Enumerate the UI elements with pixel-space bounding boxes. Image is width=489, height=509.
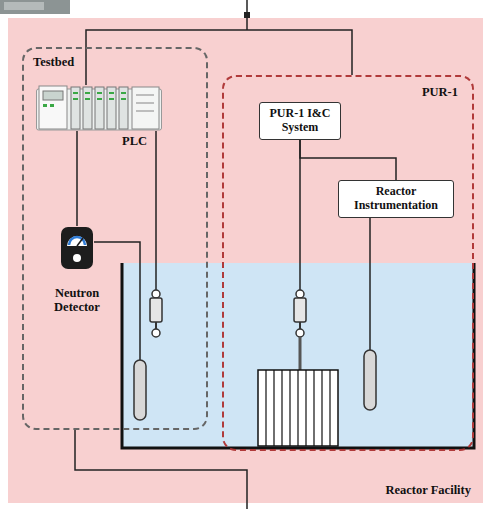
actuator-body xyxy=(294,298,306,322)
actuator-symbol xyxy=(294,290,306,337)
plc-picture xyxy=(36,85,162,131)
detector-knob xyxy=(73,254,81,262)
control-rod xyxy=(299,337,302,370)
actuator-eye xyxy=(296,329,304,337)
fuel-core xyxy=(258,370,338,446)
photo-fragment xyxy=(4,2,44,10)
detector-scale xyxy=(69,237,85,245)
plc-led xyxy=(43,104,47,107)
facility-region: Reactor Facility Testbed PLC Neutron Dete… xyxy=(8,18,483,503)
pool-water xyxy=(122,263,474,448)
plc-leds xyxy=(73,93,126,99)
node-label: Reactor Facility xyxy=(386,483,472,497)
wire xyxy=(75,430,247,509)
plc-module xyxy=(132,87,159,129)
actuator-symbol xyxy=(150,290,162,337)
plc-vents xyxy=(136,95,154,111)
actuator-eye xyxy=(296,290,304,298)
node-label: PLC xyxy=(122,134,162,148)
probe-symbol xyxy=(134,360,146,420)
fuel-rods xyxy=(266,370,330,446)
system-box: Reactor Instrumentation xyxy=(338,180,454,218)
actuator-rod xyxy=(155,322,157,330)
actuator-eye xyxy=(152,290,160,298)
detector-gauge xyxy=(67,236,87,246)
photo-fragment xyxy=(0,0,70,14)
connector-line xyxy=(76,131,78,226)
node-label: Neutron Detector xyxy=(40,286,114,315)
reactor-group: PUR-1PUR-1 I&C SystemReactor Instrumenta… xyxy=(222,75,474,451)
detector-needle xyxy=(77,238,83,246)
node-label: Reactor Instrumentation xyxy=(346,185,446,213)
testbed-group: Testbed PLC Neutron Detector xyxy=(22,47,208,430)
node-label: Testbed xyxy=(33,55,197,69)
plc-led xyxy=(50,104,54,107)
wire xyxy=(246,0,248,30)
plc-display xyxy=(43,91,63,100)
wire xyxy=(94,242,140,360)
probe-symbol xyxy=(364,350,376,410)
actuator-rod xyxy=(299,322,301,330)
actuator-body xyxy=(150,298,162,322)
pool-tank xyxy=(122,263,474,448)
wire xyxy=(369,205,371,350)
detector-icon xyxy=(60,226,94,270)
wire xyxy=(299,120,301,290)
wire xyxy=(155,131,157,290)
plc-cpu xyxy=(39,86,67,129)
detector-unit: Neutron Detector xyxy=(40,226,114,315)
connector-line xyxy=(300,140,396,180)
detector-body xyxy=(61,227,93,269)
system-box: PUR-1 I&C System xyxy=(259,102,341,140)
node-label: PUR-1 xyxy=(238,85,458,99)
connector-dot xyxy=(244,12,250,18)
plc-unit: PLC xyxy=(36,85,162,148)
actuator-eye xyxy=(152,329,160,337)
node-label: PUR-1 I&C System xyxy=(267,107,333,135)
